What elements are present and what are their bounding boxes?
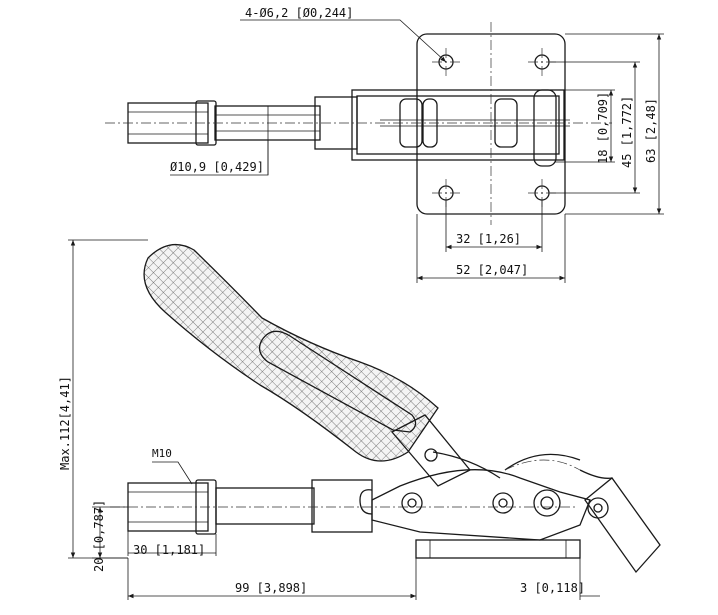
dim-pin-offset: 18 [0,709] (596, 92, 610, 164)
top-view: 4-Ø6,2 [Ø0,244] Ø10,9 [0,429] 32 [1,26] … (105, 6, 664, 283)
dim-base-height: 63 [2,48] (644, 98, 658, 163)
mounting-holes (432, 48, 556, 207)
handle-grip (143, 243, 439, 462)
dim-base-thickness: 3 [0,118] (520, 581, 585, 595)
dim-rod-diameter: Ø10,9 [0,429] (170, 160, 264, 174)
side-view: M10 Max.112[4,41] 20 [0,787] 30 [1,181] … (58, 239, 661, 600)
dim-plunger-stroke: 30 [1,181] (133, 543, 205, 557)
dim-rod-height: 20 [0,787] (92, 500, 106, 572)
dim-max-height: Max.112[4,41] (58, 376, 72, 470)
base-plate-top (416, 33, 566, 215)
dim-hole-spacing-y: 45 [1,772] (620, 96, 634, 168)
dim-holes: 4-Ø6,2 [Ø0,244] (245, 6, 353, 20)
dim-base-width: 52 [2,047] (456, 263, 528, 277)
dim-hole-spacing-x: 32 [1,26] (456, 232, 521, 246)
dim-overall-length: 99 [3,898] (235, 581, 307, 595)
dim-thread: M10 (152, 447, 172, 460)
